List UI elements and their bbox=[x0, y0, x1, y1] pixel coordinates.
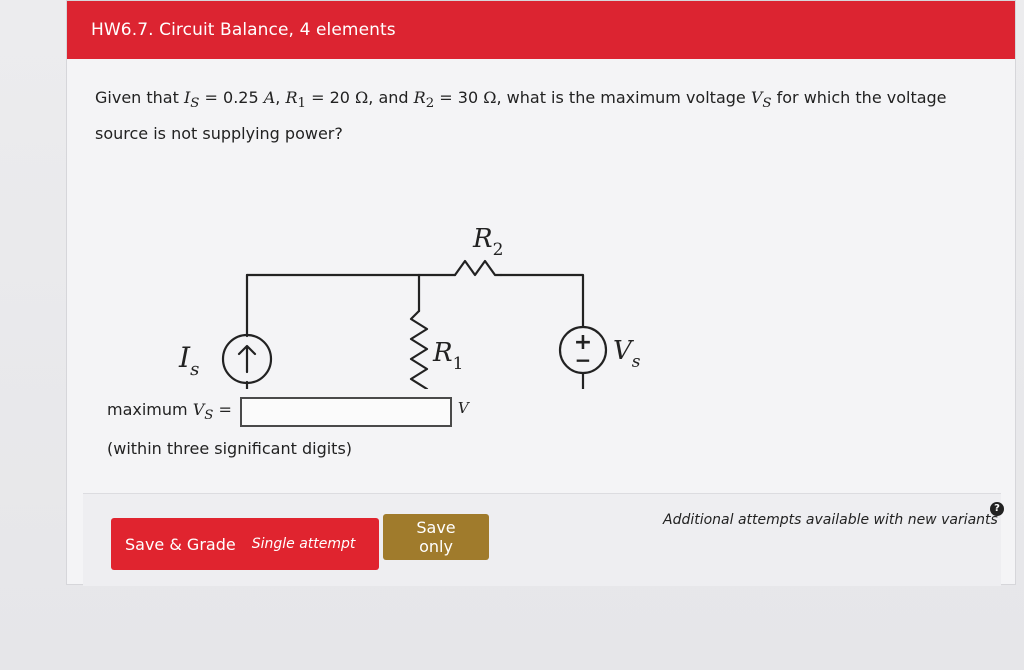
card-header: HW6.7. Circuit Balance, 4 elements bbox=[67, 1, 1015, 59]
question-text-part: , and bbox=[368, 88, 414, 107]
math-subscript: S bbox=[190, 96, 200, 112]
math-subscript: 2 bbox=[425, 96, 435, 112]
resistor-r1 bbox=[409, 309, 429, 389]
answer-input[interactable] bbox=[239, 397, 452, 427]
resistor-r2 bbox=[453, 259, 503, 277]
label-vs: Vs bbox=[613, 336, 641, 372]
math-symbol: V bbox=[750, 88, 763, 107]
answer-unit: V bbox=[457, 399, 469, 417]
math-equals: = bbox=[199, 88, 224, 107]
math-unit: Ω bbox=[483, 88, 497, 107]
question-text-part: for which the voltage source is not supp… bbox=[95, 88, 947, 144]
math-value: 0.25 bbox=[223, 88, 264, 107]
save-and-grade-button[interactable]: Save & Grade Single attempt bbox=[111, 518, 379, 570]
math-equals: = bbox=[306, 88, 330, 107]
question-text: Given that IS = 0.25 A, R1 = 20 Ω, and R… bbox=[95, 83, 995, 149]
label-r1: R1 bbox=[432, 338, 463, 374]
current-arrow-icon bbox=[237, 344, 257, 374]
math-value: 30 bbox=[457, 88, 484, 107]
question-text-part: Given that bbox=[95, 88, 184, 107]
voltage-source-plus: + bbox=[574, 330, 592, 355]
save-and-grade-label: Save & Grade bbox=[125, 534, 236, 554]
voltage-source bbox=[558, 325, 608, 375]
label-r2: R2 bbox=[472, 224, 503, 260]
help-icon[interactable]: ? bbox=[990, 502, 1004, 516]
circuit-wire bbox=[499, 273, 585, 328]
answer-row: maximum VS = V bbox=[107, 397, 469, 427]
current-source bbox=[221, 333, 273, 385]
question-footer: Save & Grade Single attempt Save only Ad… bbox=[83, 493, 1004, 586]
math-equals: = bbox=[434, 88, 458, 107]
math-subscript: S bbox=[762, 96, 772, 112]
question-text-part: , bbox=[275, 88, 286, 107]
save-only-button[interactable]: Save only bbox=[383, 514, 489, 560]
math-symbol: I bbox=[183, 88, 191, 107]
answer-label: maximum VS = bbox=[107, 400, 232, 424]
math-symbol: R bbox=[285, 88, 298, 107]
question-title: HW6.7. Circuit Balance, 4 elements bbox=[91, 20, 396, 40]
math-value: 20 bbox=[329, 88, 356, 107]
circuit-diagram: + − Is R1 R2 Vs bbox=[178, 224, 641, 389]
math-subscript: 1 bbox=[297, 96, 306, 112]
single-attempt-label: Single attempt bbox=[251, 536, 356, 552]
circuit-wire bbox=[245, 380, 249, 389]
question-body: Given that IS = 0.25 A, R1 = 20 Ω, and R… bbox=[67, 59, 1015, 491]
question-text-part: , what is the maximum voltage bbox=[496, 88, 751, 107]
voltage-source-minus: − bbox=[575, 348, 592, 372]
question-card: HW6.7. Circuit Balance, 4 elements Given… bbox=[66, 0, 1016, 586]
math-unit: Ω bbox=[355, 88, 369, 107]
math-unit: A bbox=[263, 88, 276, 107]
label-is: Is bbox=[178, 341, 199, 380]
attempts-note: Additional attempts available with new v… bbox=[663, 512, 998, 528]
math-symbol: R bbox=[413, 88, 426, 107]
answer-hint: (within three significant digits) bbox=[107, 439, 353, 458]
